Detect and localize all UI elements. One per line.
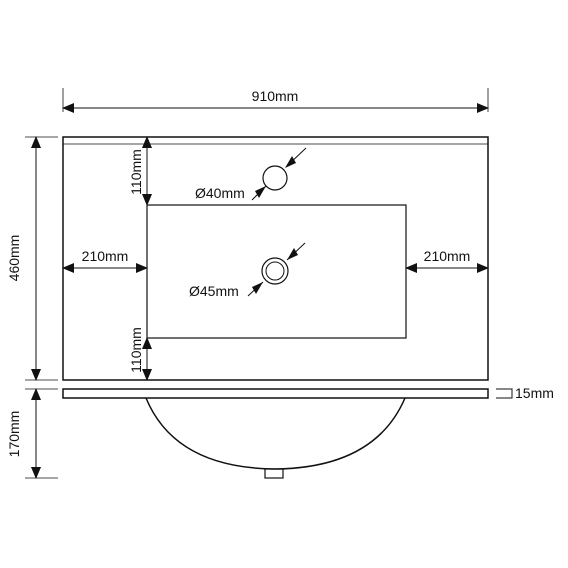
tap-hole-label: Ø40mm: [195, 185, 245, 201]
basin-outline: [146, 204, 407, 339]
top-margin-label: 110mm: [128, 149, 144, 195]
drain-hole-inner: [265, 261, 285, 281]
overall-depth-label: 460mm: [6, 235, 22, 282]
bottom-margin-label: 110mm: [128, 327, 144, 373]
basin-bowl: [145, 397, 406, 470]
extension-lines: [25, 88, 489, 479]
side-view: [62, 388, 513, 479]
slab-thickness-bracket: [496, 388, 513, 399]
countertop-outline: [62, 136, 489, 381]
overall-width-label: 910mm: [252, 88, 299, 104]
left-margin-label: 210mm: [82, 248, 129, 264]
leader-lines: [247, 147, 307, 297]
countertop-slab: [62, 388, 489, 399]
bowl-depth-label: 170mm: [6, 411, 22, 458]
drain-hole-outer: [261, 257, 289, 285]
drain-hole-label: Ø45mm: [189, 283, 239, 299]
dimension-lines: [31, 103, 489, 479]
slab-thickness-label: 15mm: [515, 385, 554, 401]
tap-hole-arrow: [285, 156, 296, 168]
drain-outlet: [264, 468, 284, 479]
tap-hole: [262, 165, 288, 191]
right-margin-label: 210mm: [424, 248, 471, 264]
